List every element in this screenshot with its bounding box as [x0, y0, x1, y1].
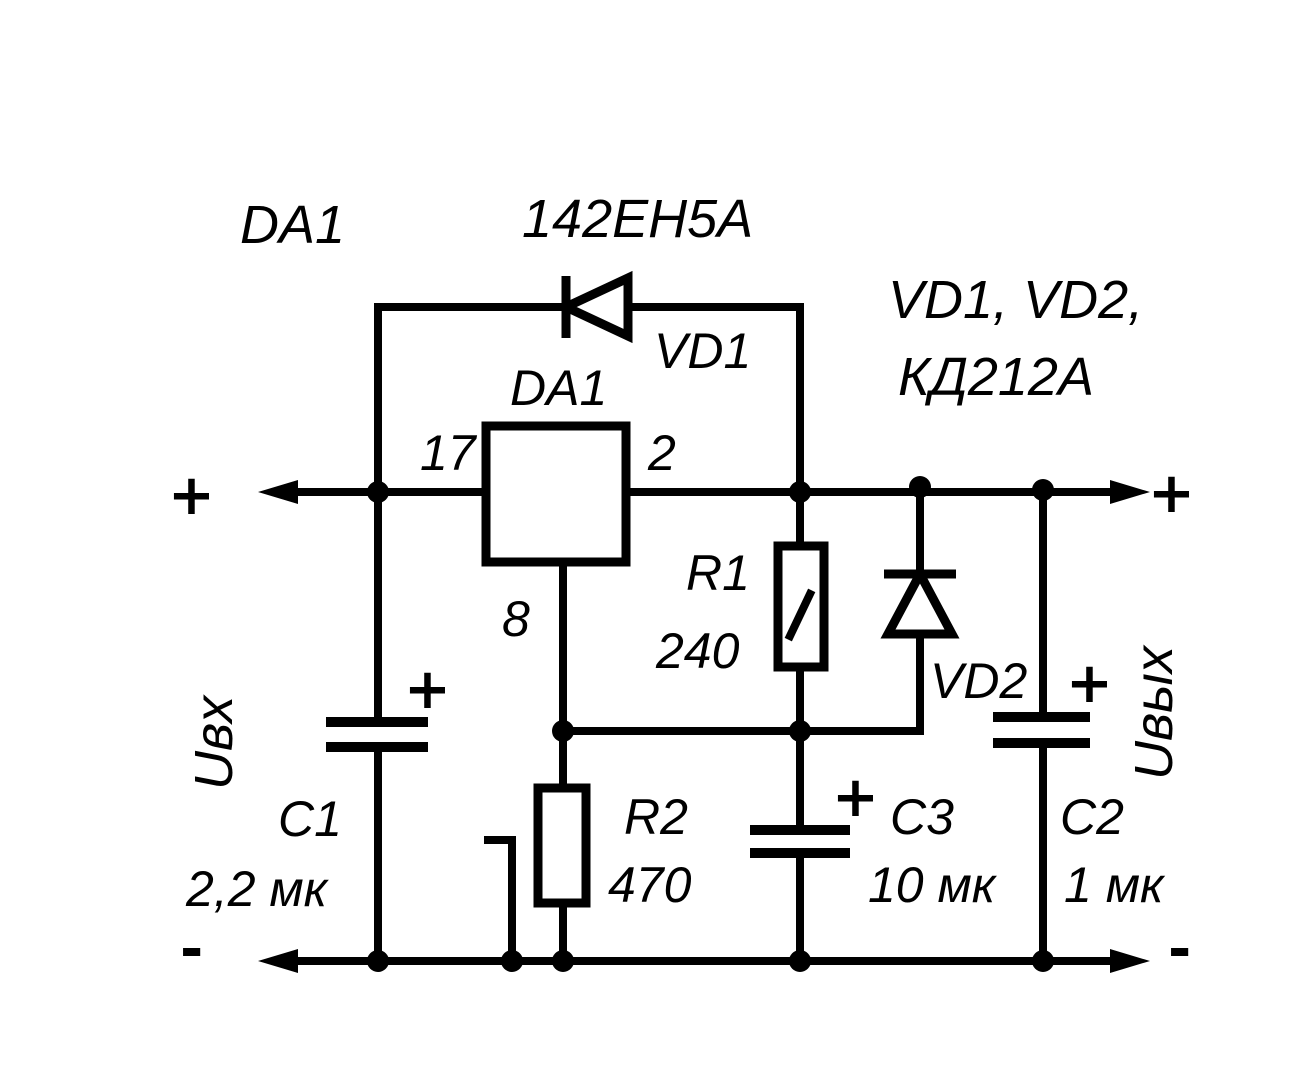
vd-list-label: VD1, VD2,	[888, 270, 1143, 330]
r2-resistor	[533, 783, 591, 908]
vd2-label: VD2	[930, 653, 1027, 709]
u-out-label: Uвых	[1124, 644, 1184, 780]
c1-capacitor	[326, 717, 428, 752]
pin8-label: 8	[502, 591, 530, 647]
c3-name-label: C3	[890, 789, 954, 845]
output-minus-sign: -	[1168, 917, 1191, 982]
c2-plus-mark: +	[1066, 651, 1113, 716]
input-plus-sign: +	[168, 463, 215, 528]
da1-title-label: DA1	[240, 195, 345, 255]
da1-regulator-body	[481, 421, 631, 567]
c3-capacitor	[750, 825, 850, 858]
vd1-diode	[555, 270, 633, 344]
pin17-label: 17	[420, 425, 478, 481]
c3-value-label: 10 мк	[868, 857, 998, 913]
c1-name-label: C1	[278, 791, 342, 847]
da1-type-label: 142ЕН5А	[522, 189, 753, 249]
c2-value-label: 1 мк	[1064, 857, 1166, 913]
terminal-arrows	[258, 480, 1150, 973]
pin2-label: 2	[647, 425, 676, 481]
output-minus-arrow	[1110, 949, 1150, 973]
input-minus-sign: -	[180, 917, 203, 982]
r1-value-label: 240	[655, 623, 740, 679]
vd-type-label: КД212А	[898, 347, 1094, 407]
vd2-diode	[880, 564, 960, 639]
r1-resistor	[773, 541, 829, 672]
c2-name-label: C2	[1060, 789, 1124, 845]
output-plus-sign: +	[1148, 461, 1195, 526]
c1-value-label: 2,2 мк	[185, 861, 330, 917]
u-in-label: Uвх	[184, 694, 244, 790]
input-plus-arrow	[258, 480, 298, 504]
vd1-label: VD1	[654, 323, 751, 379]
input-minus-arrow	[258, 949, 298, 973]
r2-value-label: 470	[608, 857, 692, 913]
c3-plus-mark: +	[832, 765, 879, 830]
junctions	[367, 476, 1054, 972]
r2-name-label: R2	[624, 789, 688, 845]
da1-label: DA1	[510, 360, 607, 416]
r1-name-label: R1	[686, 545, 750, 601]
c2-capacitor	[993, 712, 1090, 748]
c1-plus-mark: +	[404, 657, 451, 722]
output-plus-arrow	[1110, 480, 1150, 504]
